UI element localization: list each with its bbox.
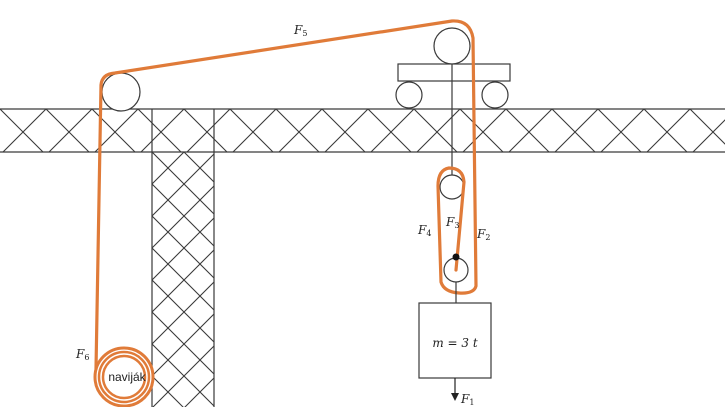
mass-label: m = 3 t bbox=[432, 336, 478, 350]
rope-attachment-point bbox=[452, 253, 460, 261]
rope bbox=[94, 19, 478, 371]
label-f6: F6 bbox=[75, 347, 89, 362]
winch-drum bbox=[93, 346, 155, 407]
label-f4: F4 bbox=[417, 223, 431, 238]
force-arrow-f1 bbox=[451, 378, 459, 401]
label-f5: F5 bbox=[293, 23, 307, 38]
trolley-wheel-right bbox=[481, 81, 509, 109]
label-f1: F1 bbox=[460, 392, 474, 407]
vertical-column bbox=[151, 109, 215, 407]
label-f3: F3 bbox=[445, 215, 459, 230]
mass-box bbox=[418, 302, 492, 379]
top-right-pulley bbox=[433, 27, 471, 65]
winch-label: naviják bbox=[108, 370, 146, 384]
horizontal-beam bbox=[0, 108, 725, 153]
trolley bbox=[395, 63, 511, 109]
top-left-pulley bbox=[101, 72, 141, 112]
upper-block-pulley bbox=[439, 174, 465, 200]
trolley-wheel-left bbox=[395, 81, 423, 109]
label-f2: F2 bbox=[476, 227, 490, 242]
